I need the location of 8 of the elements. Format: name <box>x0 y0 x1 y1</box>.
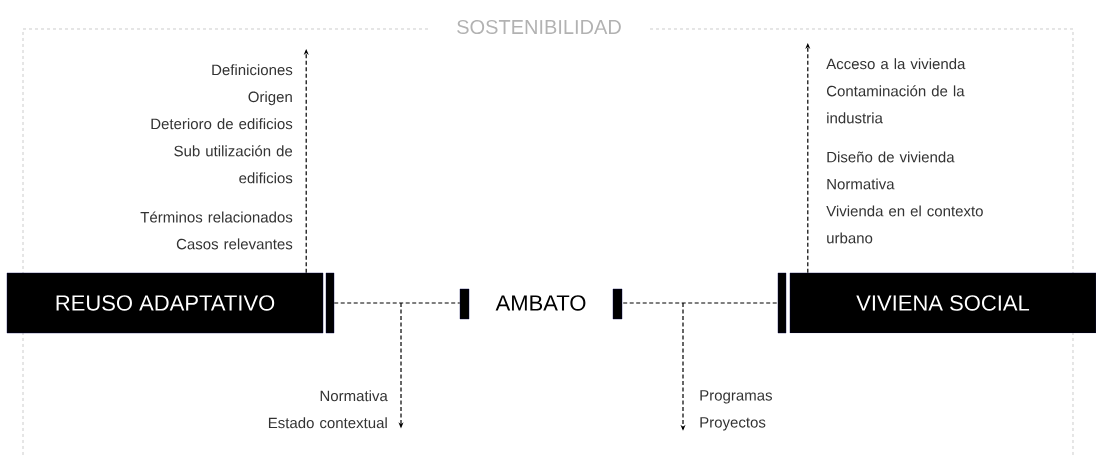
center-label: AMBATO <box>495 295 586 311</box>
topic-list: Definiciones Origen Deterioro de edificios Sub utilización de edificios Términos relacionados Casos relevantes <box>140 64 293 250</box>
topic-list: Programas Proyectos <box>700 390 772 431</box>
topic-list: Normativa Estado contextual <box>268 390 388 429</box>
title: SOSTENIBILIDAD <box>457 19 621 35</box>
title-box: VIVIENA SOCIAL <box>789 272 1096 334</box>
arrow <box>303 49 309 274</box>
topic-list: Acceso a la vivienda Contaminación de la industria Diseño de vivienda Normativa Vivienda en el contexto urbano <box>826 58 983 244</box>
